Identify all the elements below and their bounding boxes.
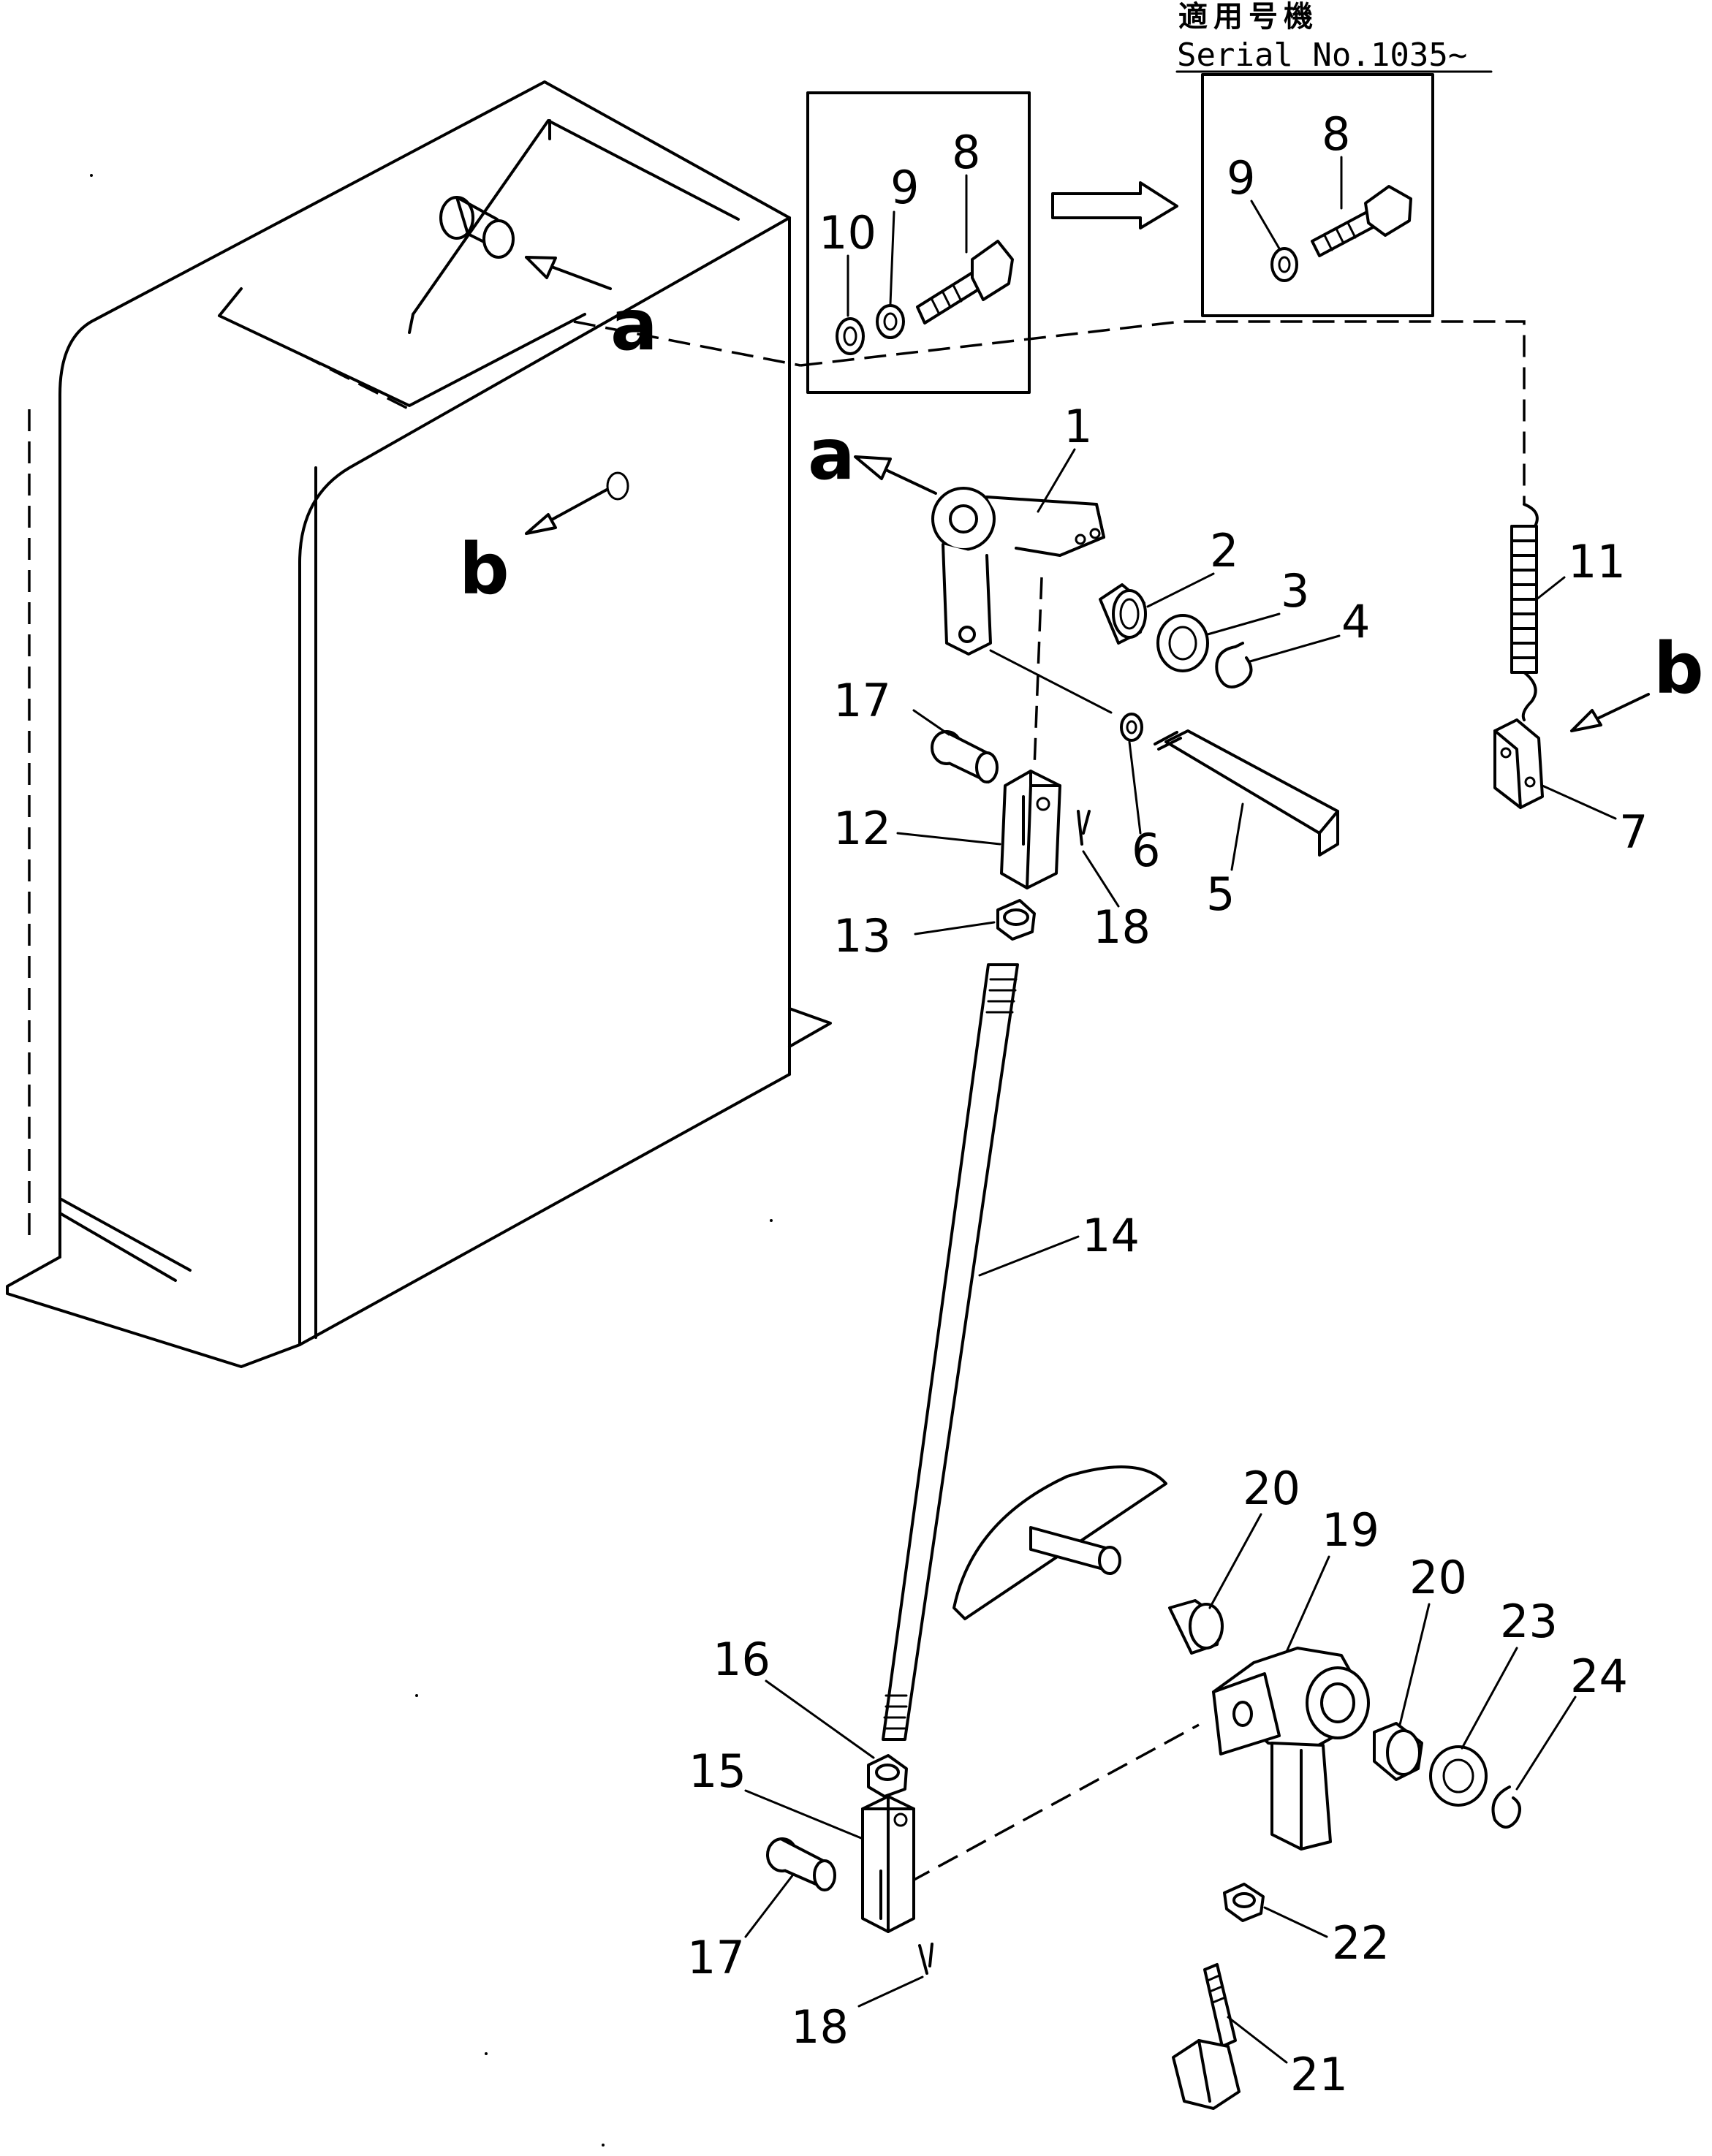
callout-5: 5	[1206, 868, 1235, 921]
callout-8b: 8	[1322, 107, 1350, 161]
callout-9b: 9	[1227, 151, 1255, 205]
view-letter-a-top: a	[610, 284, 658, 366]
rod-14	[882, 963, 1019, 1741]
lever-19	[1212, 1647, 1370, 1851]
header-serial-label: Serial No.1035~	[1177, 37, 1467, 74]
snap-ring-24	[1491, 1785, 1521, 1829]
callout-22: 22	[1332, 1916, 1390, 1970]
callout-20-left: 20	[1243, 1462, 1300, 1515]
callout-24: 24	[1570, 1650, 1628, 1703]
callout-13: 13	[833, 909, 891, 963]
nut-22	[1223, 1883, 1265, 1922]
nut-16	[867, 1754, 908, 1798]
callout-16: 16	[713, 1633, 770, 1686]
snap-ring-4	[1215, 642, 1253, 688]
clevis-15	[861, 1795, 915, 1933]
callout-2: 2	[1210, 524, 1238, 577]
stopper-bolt-21	[1172, 1963, 1241, 2110]
nut-13	[996, 899, 1036, 941]
callout-17-top: 17	[833, 674, 891, 727]
washer-3	[1156, 614, 1209, 672]
box-arrow	[1051, 181, 1178, 229]
callout-6: 6	[1132, 824, 1160, 877]
washer-23	[1429, 1745, 1488, 1807]
pedal-plate	[952, 1465, 1167, 1620]
bolt-8-new	[1311, 185, 1412, 257]
callout-21: 21	[1290, 2048, 1348, 2101]
callout-14: 14	[1082, 1209, 1140, 1262]
lever-arm-1	[931, 487, 1105, 656]
view-letter-a-arm: a	[808, 414, 855, 496]
cotter-pin-18-bottom	[918, 1943, 933, 1975]
view-letter-b-right: b	[1654, 628, 1704, 710]
washer-6	[1120, 713, 1143, 742]
callout-18-bottom: 18	[791, 2000, 849, 2054]
cotter-pin-18-top	[1077, 810, 1091, 846]
bushing-20-left	[1168, 1599, 1224, 1655]
callout-9a: 9	[890, 161, 919, 214]
arrow-a-head	[525, 256, 557, 279]
callout-12: 12	[833, 802, 891, 855]
callout-23: 23	[1500, 1595, 1558, 1648]
clevis-12	[1000, 770, 1061, 889]
callout-17-bottom: 17	[687, 1931, 745, 1984]
view-letter-b-left: b	[459, 528, 510, 610]
callout-11: 11	[1568, 535, 1626, 588]
callout-4: 4	[1341, 595, 1370, 648]
callout-1: 1	[1064, 400, 1092, 453]
detail-box-old	[806, 91, 1031, 394]
callout-3: 3	[1281, 564, 1309, 618]
callout-20-right: 20	[1409, 1551, 1467, 1604]
bushing-2	[1099, 583, 1147, 645]
callout-10: 10	[819, 206, 876, 259]
callout-8a: 8	[952, 126, 980, 179]
clevis-pin-17-bottom	[766, 1837, 836, 1891]
shaft-5	[1154, 729, 1339, 857]
detail-box-new	[1201, 73, 1434, 317]
cabinet-pin-a	[439, 196, 515, 259]
callout-19: 19	[1322, 1503, 1379, 1557]
callout-18-top: 18	[1093, 900, 1151, 954]
bolt-8	[916, 240, 1014, 324]
spring-11	[1510, 503, 1539, 721]
bushing-20-right	[1373, 1722, 1423, 1781]
callout-7: 7	[1619, 805, 1648, 859]
cabinet-housing	[6, 80, 832, 1368]
callout-15: 15	[689, 1745, 746, 1798]
header-japanese-label: 適用号機	[1178, 0, 1319, 34]
clevis-pin-17-top	[931, 730, 999, 783]
spring-dashed-link	[800, 320, 1526, 504]
cabinet-hole-b	[606, 471, 629, 501]
bracket-7	[1493, 718, 1544, 809]
